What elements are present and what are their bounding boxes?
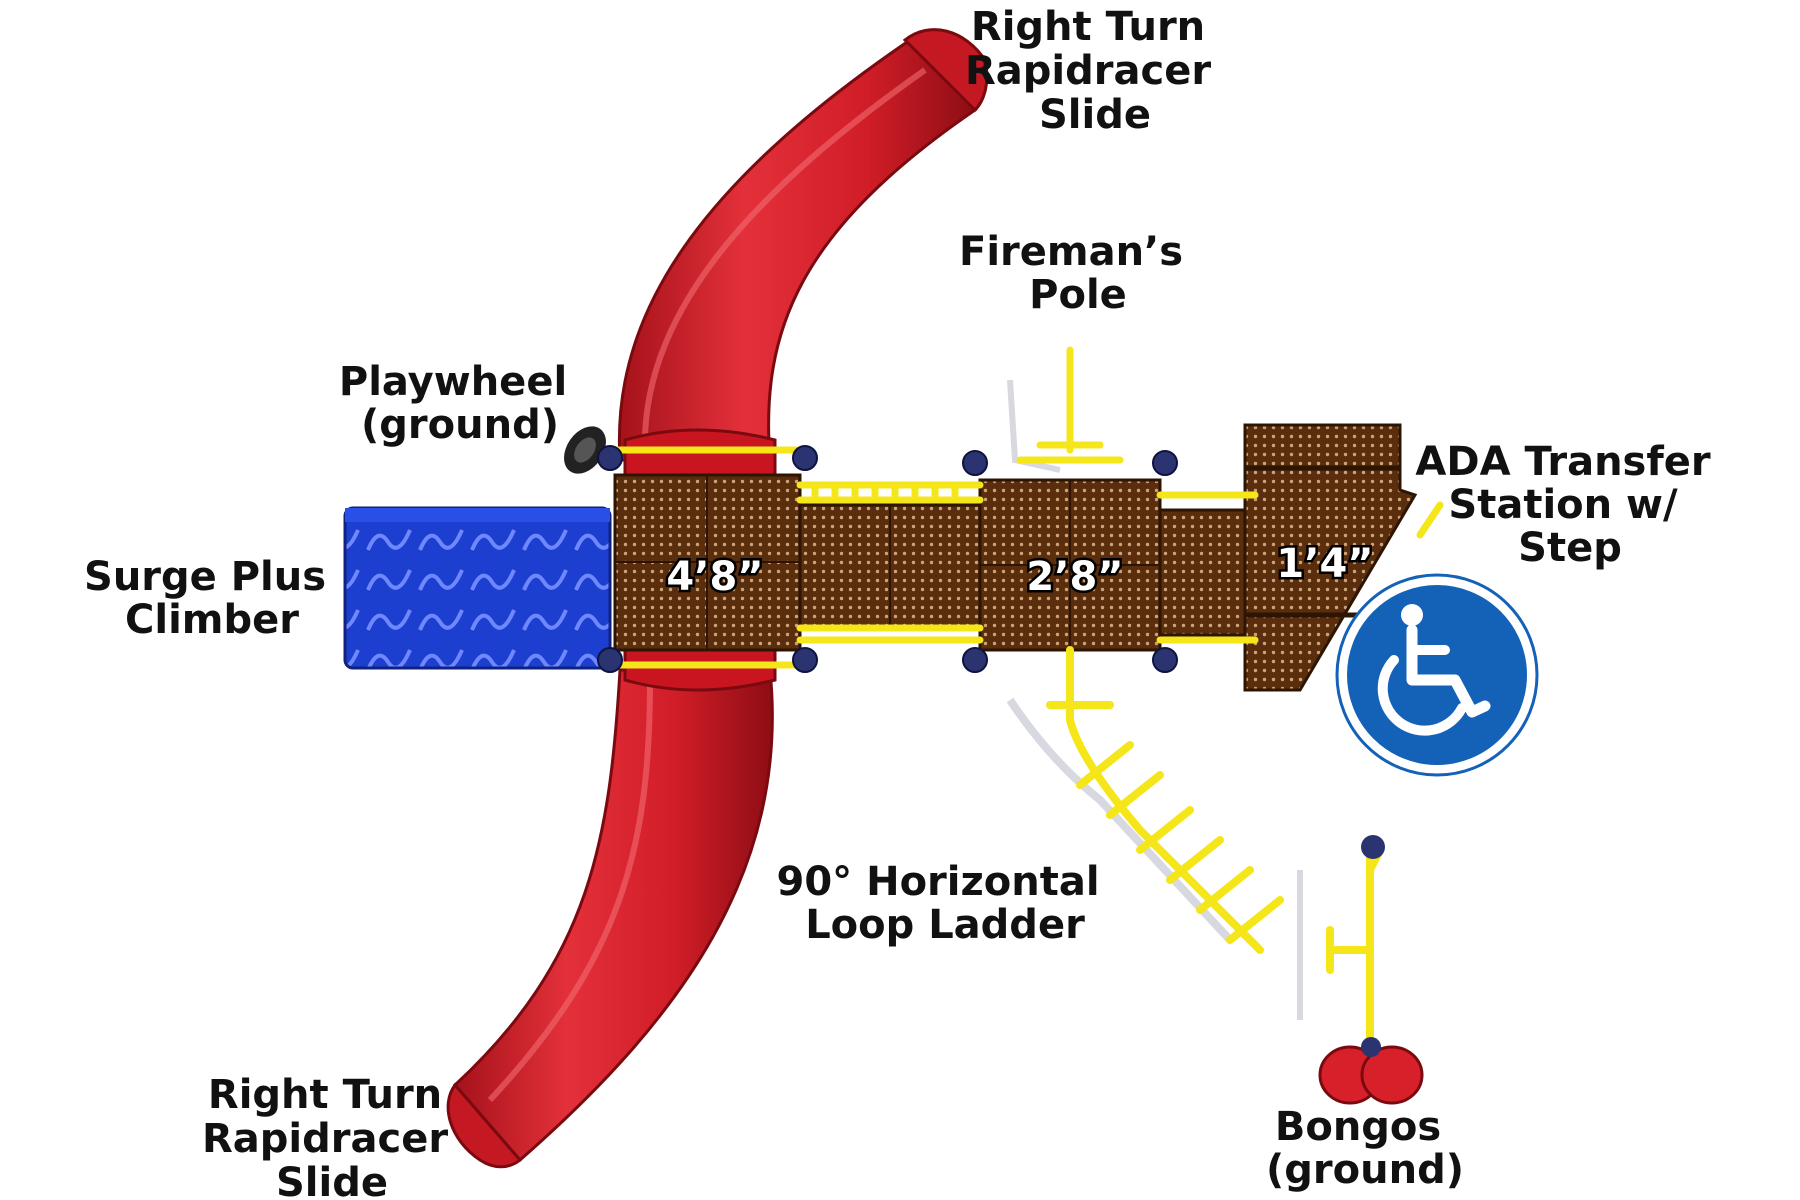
label-slide-top: Right Turn Rapidracer Slide — [965, 4, 1225, 138]
wheelchair-icon — [1335, 573, 1539, 777]
label-slide-bottom: Right Turn Rapidracer Slide — [202, 1072, 462, 1200]
deck-height-middle: 2’8” — [1026, 554, 1123, 600]
label-bongos: Bongos (ground) — [1266, 1104, 1464, 1193]
yellow-rails — [611, 346, 1444, 669]
decks — [613, 423, 1418, 692]
deck-height-transfer: 1’4” — [1276, 541, 1373, 587]
label-playwheel: Playwheel (ground) — [339, 359, 581, 448]
playwheel — [564, 426, 606, 474]
deck-height-main: 4’8” — [666, 554, 763, 600]
step-section — [1158, 508, 1247, 637]
label-ada-station: ADA Transfer Station w/ Step — [1415, 439, 1724, 571]
label-loop-ladder: 90° Horizontal Loop Ladder — [777, 859, 1114, 948]
transfer-deck — [1243, 423, 1418, 692]
bottom-rapidracer-slide — [446, 628, 777, 1169]
deck-posts — [597, 445, 1178, 673]
horizontal-loop-ladder — [1046, 646, 1284, 954]
bongos-post — [1326, 835, 1385, 1054]
label-fireman-pole: Fireman’s Pole — [959, 229, 1197, 318]
bongos — [1318, 1037, 1424, 1105]
surge-plus-climber — [343, 506, 612, 670]
top-rapidracer-slide — [617, 28, 989, 492]
ground-shadows — [1006, 379, 1303, 1020]
label-surge-climber: Surge Plus Climber — [84, 554, 340, 643]
